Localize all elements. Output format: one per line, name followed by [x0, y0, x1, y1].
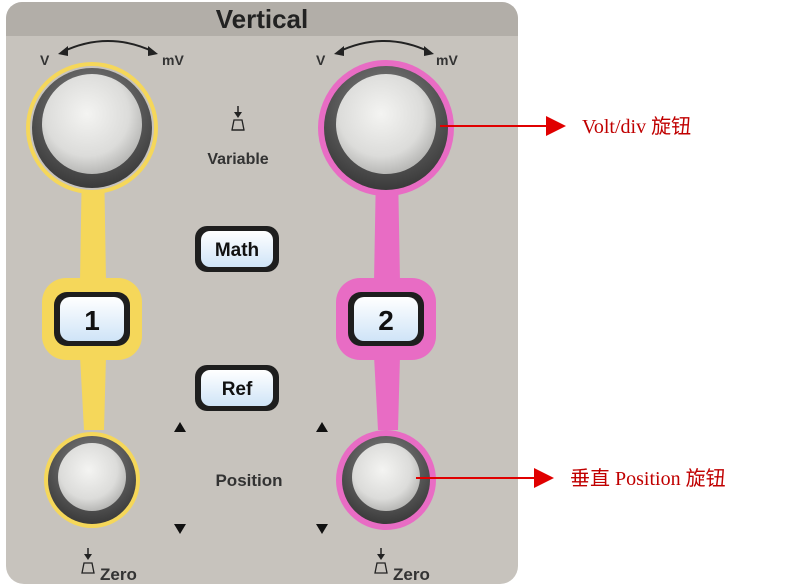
ref-button[interactable]: Ref	[195, 365, 279, 411]
ch2-button-label: 2	[378, 305, 394, 336]
ch1-scale-arc-right-head	[148, 46, 158, 56]
volt-div-annotation: Volt/div 旋钮	[582, 115, 691, 138]
ch1-position-knob[interactable]	[44, 432, 140, 528]
ch1-button-label: 1	[84, 305, 100, 336]
ch1-connector-lower	[80, 356, 106, 430]
position-annotation: 垂直 Position 旋钮	[570, 467, 726, 490]
ch2-zero-label: Zero	[393, 565, 430, 584]
ch2-position-knob[interactable]	[336, 430, 436, 530]
ch1-scale-arc-left-head	[58, 46, 68, 56]
ch2-scale-arc	[337, 40, 431, 53]
ch2-button[interactable]: 2	[336, 278, 436, 360]
ch1-zero-label: Zero	[100, 565, 137, 584]
ch2-scale-left-label: V	[316, 52, 326, 68]
ch1-zero-push-icon	[81, 548, 95, 574]
ch1-scale-right-label: mV	[162, 52, 184, 68]
ch1-button[interactable]: 1	[42, 278, 142, 360]
ch2-zero-push-icon	[374, 548, 388, 574]
ch2-connector-lower	[374, 356, 400, 430]
ch2-scale-arc-left-head	[334, 46, 344, 56]
math-button-label: Math	[215, 240, 259, 261]
position-label: Position	[215, 471, 282, 490]
ch2-position-up-icon	[316, 422, 328, 432]
ch1-volt-div-knob[interactable]	[26, 62, 158, 194]
variable-label: Variable	[207, 151, 268, 168]
panel-title: Vertical	[216, 4, 309, 34]
ch2-volt-div-knob[interactable]	[318, 60, 454, 196]
ref-button-label: Ref	[222, 379, 253, 400]
ch1-scale-arc	[61, 40, 155, 53]
variable-push-icon	[231, 106, 245, 131]
ch2-scale-arc-right-head	[424, 46, 434, 56]
ch2-position-down-icon	[316, 524, 328, 534]
panel-header-lower	[6, 20, 518, 36]
ch2-connector-upper	[374, 170, 400, 282]
ch1-position-up-icon	[174, 422, 186, 432]
ch1-scale-left-label: V	[40, 52, 50, 68]
ch1-position-down-icon	[174, 524, 186, 534]
math-button[interactable]: Math	[195, 226, 279, 272]
ch2-scale-right-label: mV	[436, 52, 458, 68]
